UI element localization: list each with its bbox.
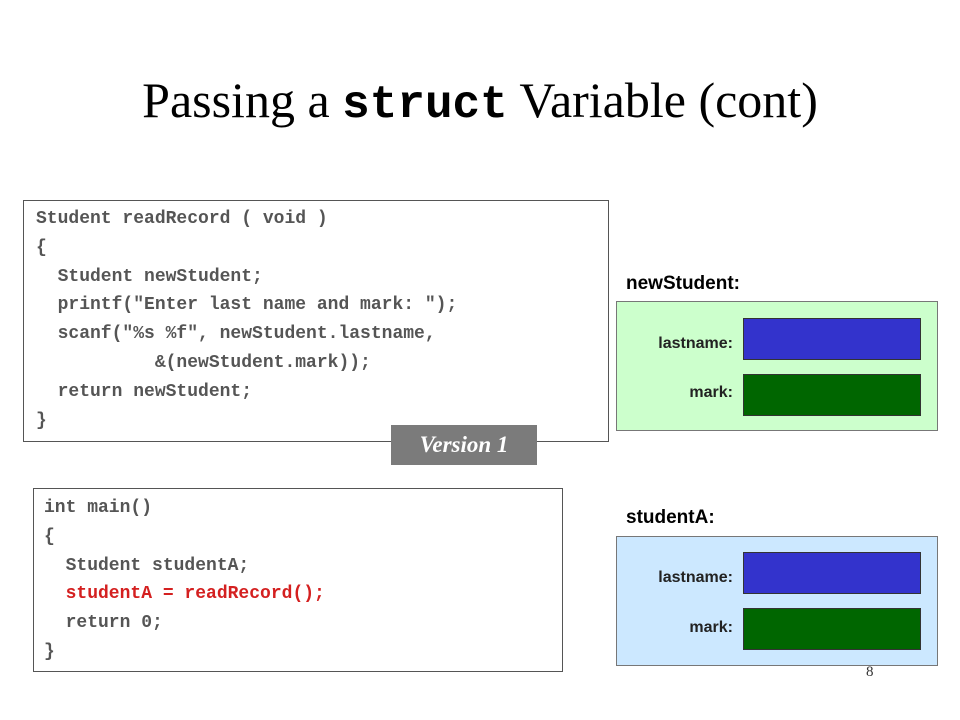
code-line: &(newStudent.mark)); (36, 352, 371, 373)
new-student-label: newStudent: (626, 273, 740, 294)
code-line: scanf("%s %f", newStudent.lastname, (36, 324, 436, 345)
student-a-label: studentA: (626, 507, 715, 528)
code-line: Student readRecord ( void ) (36, 209, 328, 229)
new-student-struct: lastname: mark: (616, 301, 938, 431)
code-line: return newStudent; (36, 381, 253, 402)
code-line: } (36, 410, 47, 431)
lastname-cell (743, 318, 921, 360)
student-a-struct: lastname: mark: (616, 536, 938, 666)
code-line: int main() (44, 498, 153, 518)
mark-label: mark: (689, 619, 733, 636)
code-line: { (44, 526, 55, 547)
lastname-label: lastname: (658, 569, 733, 586)
title-prefix: Passing a (142, 72, 343, 128)
main-code-block: int main() { Student studentA; studentA … (33, 488, 563, 672)
page-number: 8 (866, 664, 874, 680)
highlighted-code-line: studentA = readRecord(); (44, 584, 325, 605)
version-badge: Version 1 (391, 425, 537, 465)
code-line: { (36, 237, 47, 258)
mark-cell (743, 374, 921, 416)
lastname-label: lastname: (658, 335, 733, 352)
title-suffix: Variable (cont) (507, 72, 818, 128)
read-record-code-block: Student readRecord ( void ) { Student ne… (23, 200, 609, 442)
code-line: Student newStudent; (36, 266, 263, 287)
mark-cell (743, 608, 921, 650)
slide-title: Passing a struct Variable (cont) (0, 62, 960, 143)
code-line: Student studentA; (44, 555, 250, 576)
code-line: return 0; (44, 613, 163, 634)
mark-label: mark: (689, 384, 733, 401)
title-code-keyword: struct (342, 79, 508, 131)
code-line: } (44, 641, 55, 662)
lastname-cell (743, 552, 921, 594)
code-line: printf("Enter last name and mark: "); (36, 295, 458, 316)
